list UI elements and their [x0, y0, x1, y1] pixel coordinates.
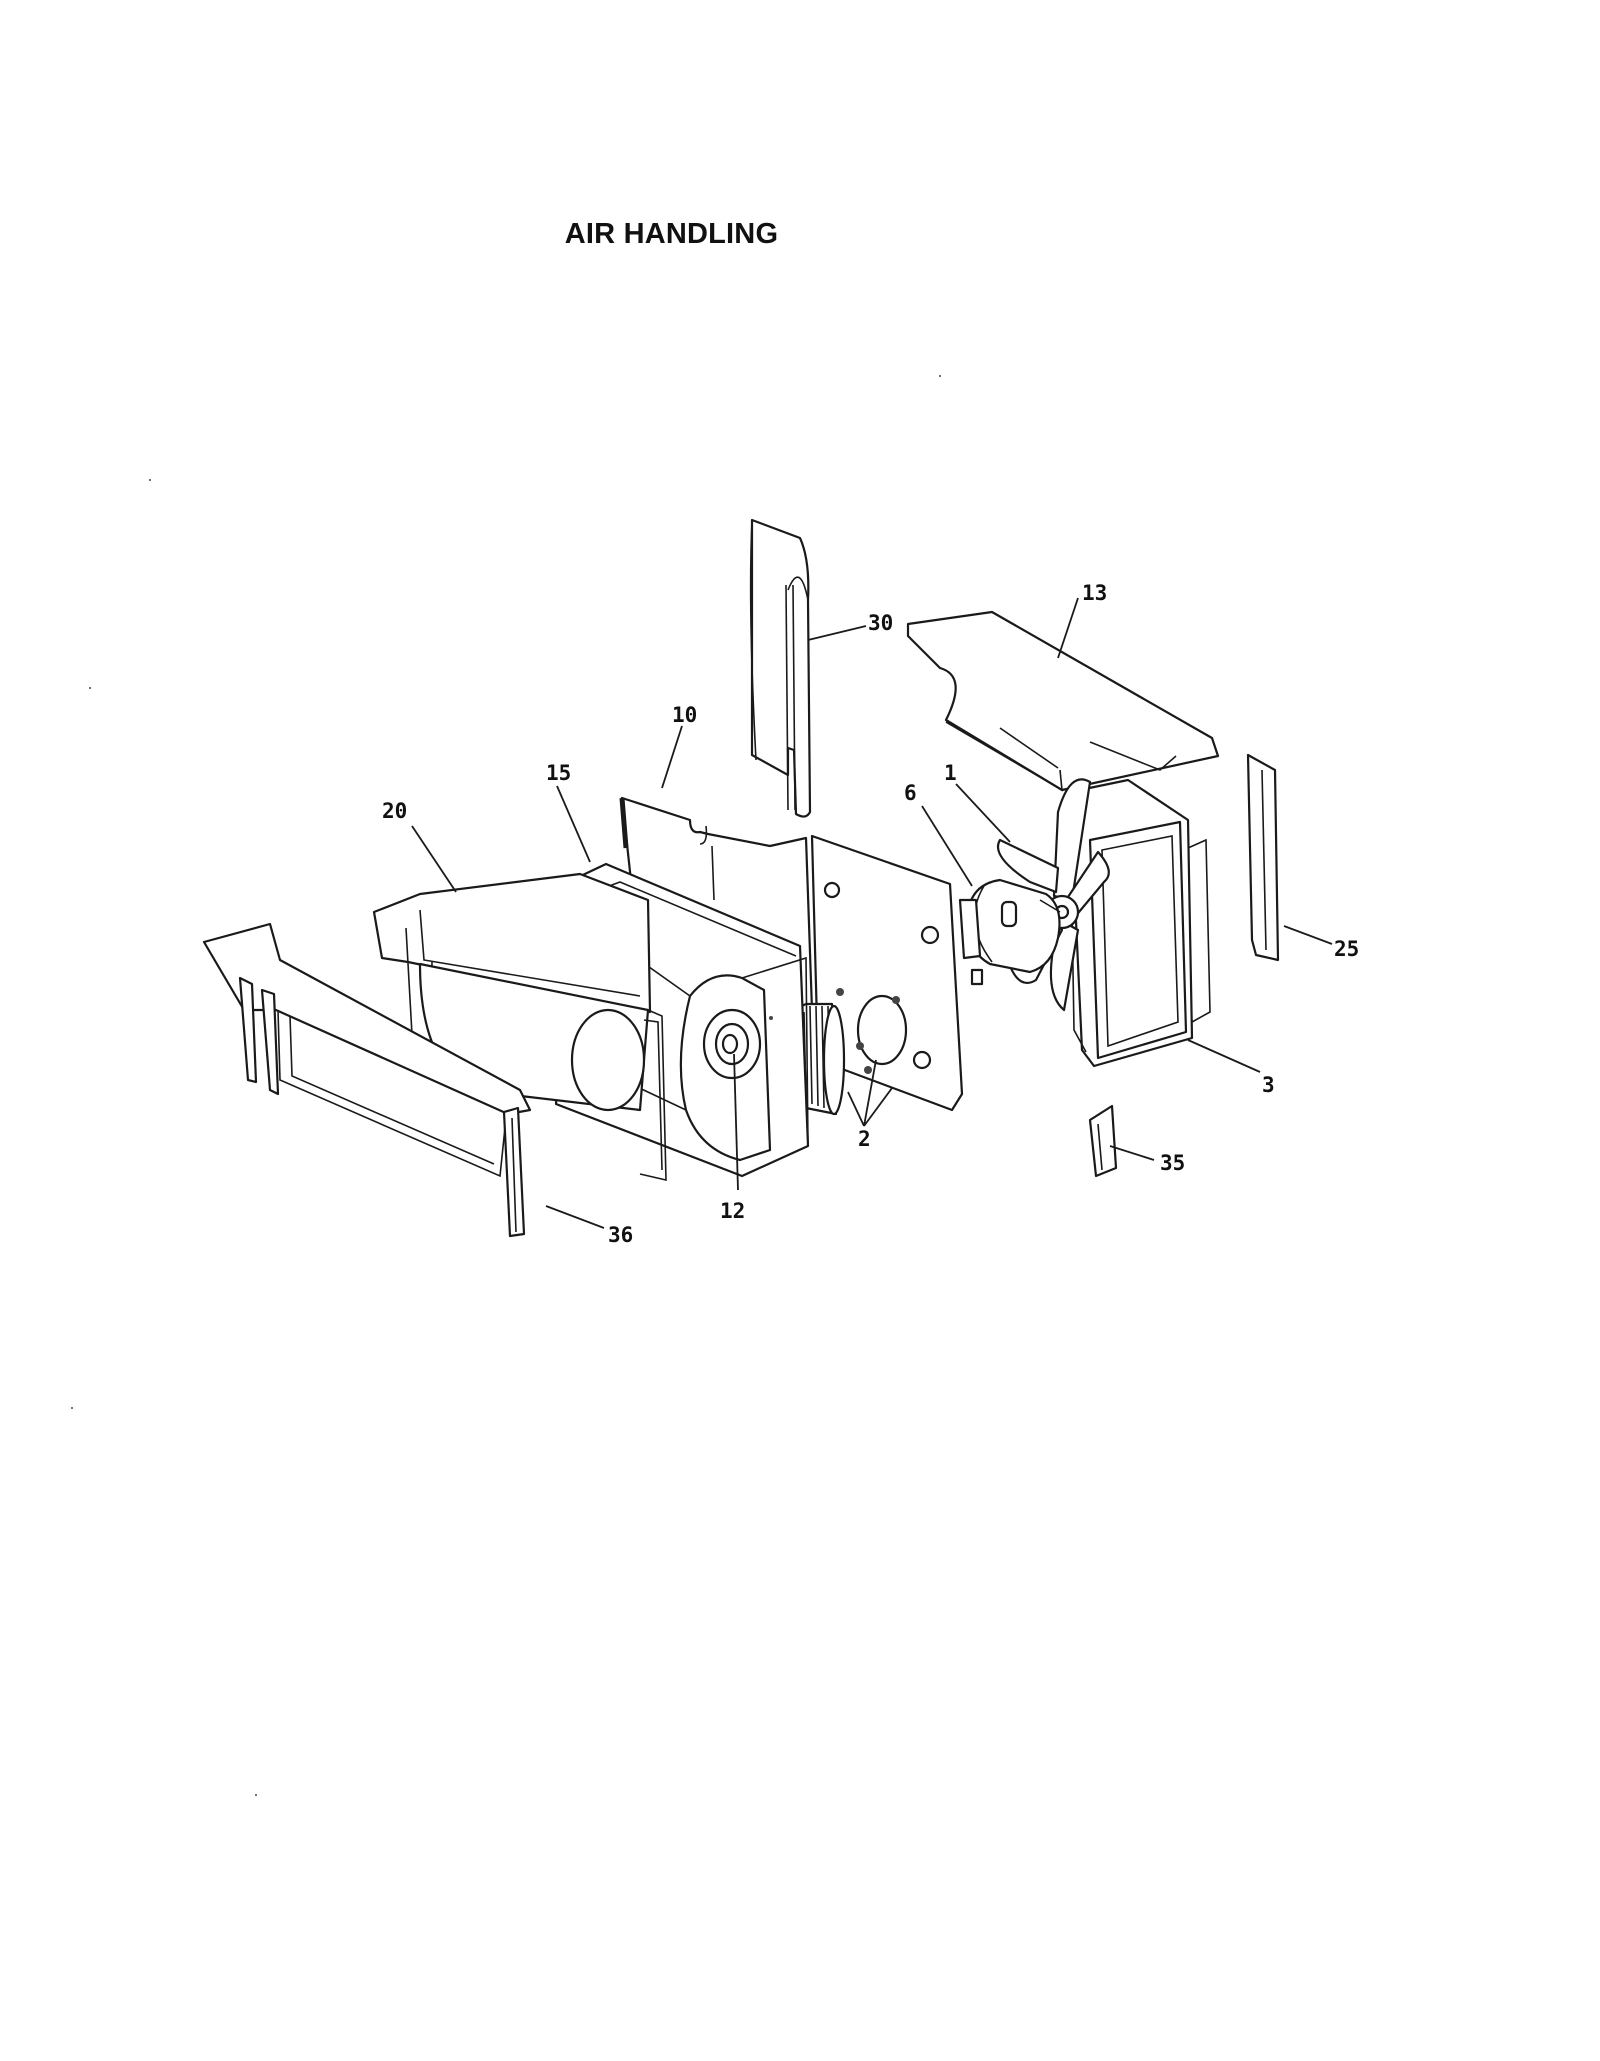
scan-specks: [71, 375, 941, 1796]
callout-labels: 30 13 10 15 20 6 1 25 3 2 35 12 36: [382, 581, 1359, 1247]
callout-10: 10: [672, 703, 697, 727]
part-2-bulkhead-plate: [810, 834, 964, 1112]
callout-25: 25: [1334, 937, 1359, 961]
callout-6: 6: [904, 781, 917, 805]
part-6-fan-motor: [958, 878, 1061, 986]
callout-20: 20: [382, 799, 407, 823]
callout-36: 36: [608, 1223, 633, 1247]
part-13-top-cover: [906, 610, 1220, 792]
part-30-baffle-panel: [749, 518, 812, 818]
callout-3: 3: [1262, 1073, 1275, 1097]
callout-30: 30: [868, 611, 893, 635]
callout-35: 35: [1160, 1151, 1185, 1175]
callout-12: 12: [720, 1199, 745, 1223]
callout-15: 15: [546, 761, 571, 785]
part-35-bracket: [1088, 1104, 1118, 1178]
callout-2: 2: [858, 1127, 871, 1151]
part-25-side-strip: [1246, 753, 1280, 962]
part-3-shroud-frame: [1068, 778, 1211, 1068]
page-title: AIR HANDLING: [564, 218, 779, 250]
callout-13: 13: [1082, 581, 1107, 605]
part-36-filter-frame: [202, 922, 532, 1238]
leader-lines: [411, 597, 1333, 1229]
callout-1: 1: [944, 761, 957, 785]
part-20-inlet-duct: [372, 872, 667, 1182]
